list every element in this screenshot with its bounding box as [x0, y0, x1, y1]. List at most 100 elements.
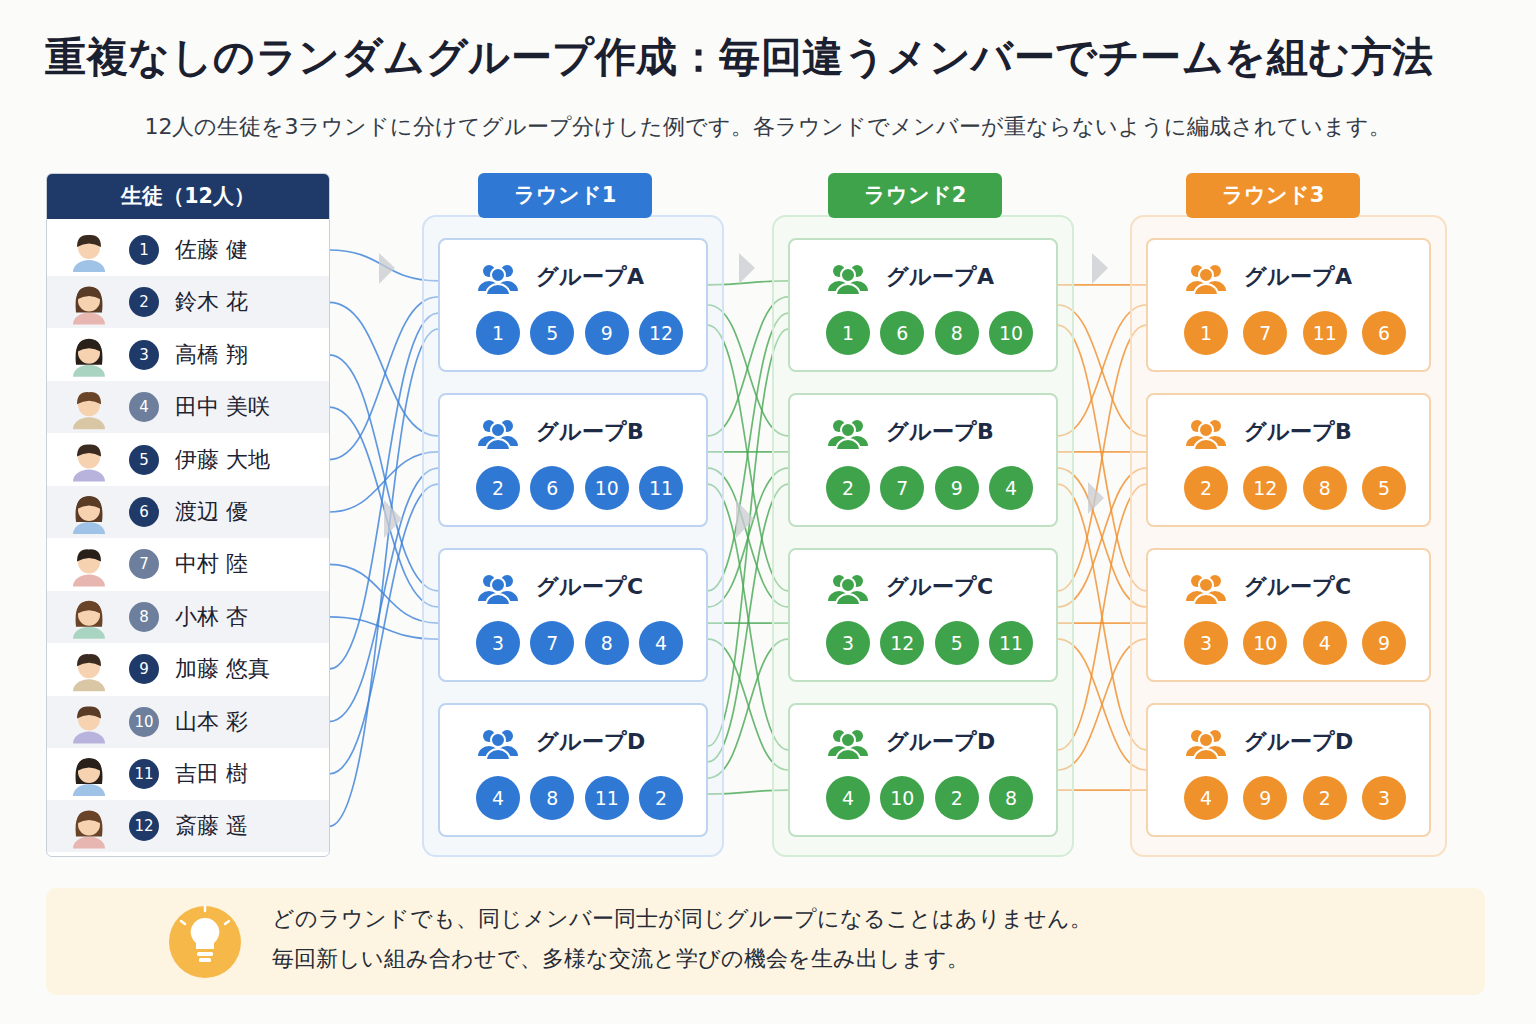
member-circle: 2	[826, 466, 870, 510]
member-number: 6	[1362, 311, 1406, 355]
tip-text: どのラウンドでも、同じメンバー同士が同じグループになることはありません。	[272, 904, 1092, 934]
member-number: 2	[1303, 776, 1347, 820]
member-circle: 5	[935, 621, 979, 665]
group-box: グループC 3784	[438, 548, 708, 682]
member-number: 3	[1362, 776, 1406, 820]
student-row: 10山本 彩	[47, 696, 329, 748]
member-number: 11	[1303, 311, 1347, 355]
student-row: 1 佐藤 健	[47, 224, 329, 276]
group-box: グループA17116	[1146, 238, 1431, 372]
member-circle: 6	[530, 466, 574, 510]
member-number: 9	[1362, 621, 1406, 665]
member-number: 10	[585, 466, 629, 510]
group-box: グループA15912	[438, 238, 708, 372]
student-number: 8	[129, 602, 159, 632]
member-number: 9	[1243, 776, 1287, 820]
round-panel: ラウンド3グループA17116グループB21285グループC31049グループD…	[1130, 173, 1447, 857]
member-circle: 7	[880, 466, 924, 510]
student-name: 伊藤 大地	[175, 434, 270, 486]
member-number: 8	[585, 621, 629, 665]
member-number: 7	[530, 621, 574, 665]
member-number: 4	[1184, 776, 1228, 820]
member-number: 8	[1303, 466, 1347, 510]
student-row: 6渡辺 優	[47, 486, 329, 538]
round-label: ラウンド3	[1186, 173, 1360, 218]
member-circle: 11	[989, 621, 1033, 665]
subtitle: 12人の生徒を3ラウンドに分けてグループ分けした例です。各ラウンドでメンバーが重…	[0, 112, 1536, 142]
member-number: 7	[1243, 311, 1287, 355]
member-number: 1	[826, 311, 870, 355]
member-circle: 8	[530, 776, 574, 820]
member-number: 8	[530, 776, 574, 820]
member-number: 6	[880, 311, 924, 355]
member-circle: 4	[476, 776, 520, 820]
group-name: グループB	[536, 417, 644, 447]
member-number: 3	[1184, 621, 1228, 665]
student-name: 加藤 悠真	[175, 643, 270, 695]
member-number: 4	[989, 466, 1033, 510]
group-name: グループC	[886, 572, 993, 602]
member-circle: 4	[639, 621, 683, 665]
member-circle: 10	[989, 311, 1033, 355]
group-box: グループD41028	[788, 703, 1058, 837]
member-circle: 4	[989, 466, 1033, 510]
member-number: 12	[1243, 466, 1287, 510]
member-circle: 12	[639, 311, 683, 355]
student-name: 渡辺 優	[175, 486, 248, 538]
student-name: 山本 彩	[175, 696, 248, 748]
student-number: 5	[129, 445, 159, 475]
member-circle: 10	[1243, 621, 1287, 665]
member-circle: 10	[585, 466, 629, 510]
group-box: グループB 2 12 85	[1146, 393, 1431, 527]
member-circle: 2	[1303, 776, 1347, 820]
member-circle: 3	[1362, 776, 1406, 820]
student-panel: 生徒（12人） 1 佐藤 健 2 鈴木 花3高橋 翔4田中 美咲 5 伊藤 大地6渡辺 優7…	[46, 173, 330, 857]
member-number: 9	[935, 466, 979, 510]
member-circle: 3	[1184, 621, 1228, 665]
group-name: グループB	[1244, 417, 1352, 447]
member-circle: 8	[989, 776, 1033, 820]
group-name: グループC	[536, 572, 643, 602]
member-circle: 12	[1243, 466, 1287, 510]
member-circle: 2	[1184, 466, 1228, 510]
member-number: 2	[476, 466, 520, 510]
student-name: 高橋 翔	[175, 329, 248, 381]
student-name: 吉田 樹	[175, 748, 248, 800]
group-name: グループA	[886, 262, 994, 292]
group-box: グループC31049	[1146, 548, 1431, 682]
member-circle: 6	[1362, 311, 1406, 355]
member-number: 10	[880, 776, 924, 820]
student-name: 佐藤 健	[175, 224, 248, 276]
student-number: 9	[129, 654, 159, 684]
student-row: 3高橋 翔	[47, 329, 329, 381]
member-number: 5	[530, 311, 574, 355]
group-name: グループB	[886, 417, 994, 447]
member-number: 5	[935, 621, 979, 665]
member-number: 6	[530, 466, 574, 510]
member-number: 9	[585, 311, 629, 355]
member-number: 4	[826, 776, 870, 820]
student-row: 4田中 美咲	[47, 381, 329, 433]
member-number: 4	[476, 776, 520, 820]
student-number: 1	[129, 235, 159, 265]
member-circle: 5	[530, 311, 574, 355]
student-number: 2	[129, 287, 159, 317]
member-number: 2	[639, 776, 683, 820]
panel-header: 生徒（12人）	[47, 174, 329, 219]
member-circle: 12	[880, 621, 924, 665]
round-panel: ラウンド2グループA16810グループB2794グループC312511グループD…	[772, 173, 1074, 857]
member-number: 12	[639, 311, 683, 355]
student-row: 7中村 陸	[47, 538, 329, 590]
member-number: 2	[826, 466, 870, 510]
member-circle: 2	[476, 466, 520, 510]
member-circle: 9	[1362, 621, 1406, 665]
member-number: 7	[880, 466, 924, 510]
tip-box: どのラウンドでも、同じメンバー同士が同じグループになることはありません。毎回新し…	[46, 888, 1485, 995]
member-number: 8	[989, 776, 1033, 820]
member-number: 1	[1184, 311, 1228, 355]
member-number: 3	[476, 621, 520, 665]
member-number: 5	[1362, 466, 1406, 510]
member-circle: 10	[880, 776, 924, 820]
student-name: 鈴木 花	[175, 276, 248, 328]
round-label: ラウンド2	[828, 173, 1002, 218]
